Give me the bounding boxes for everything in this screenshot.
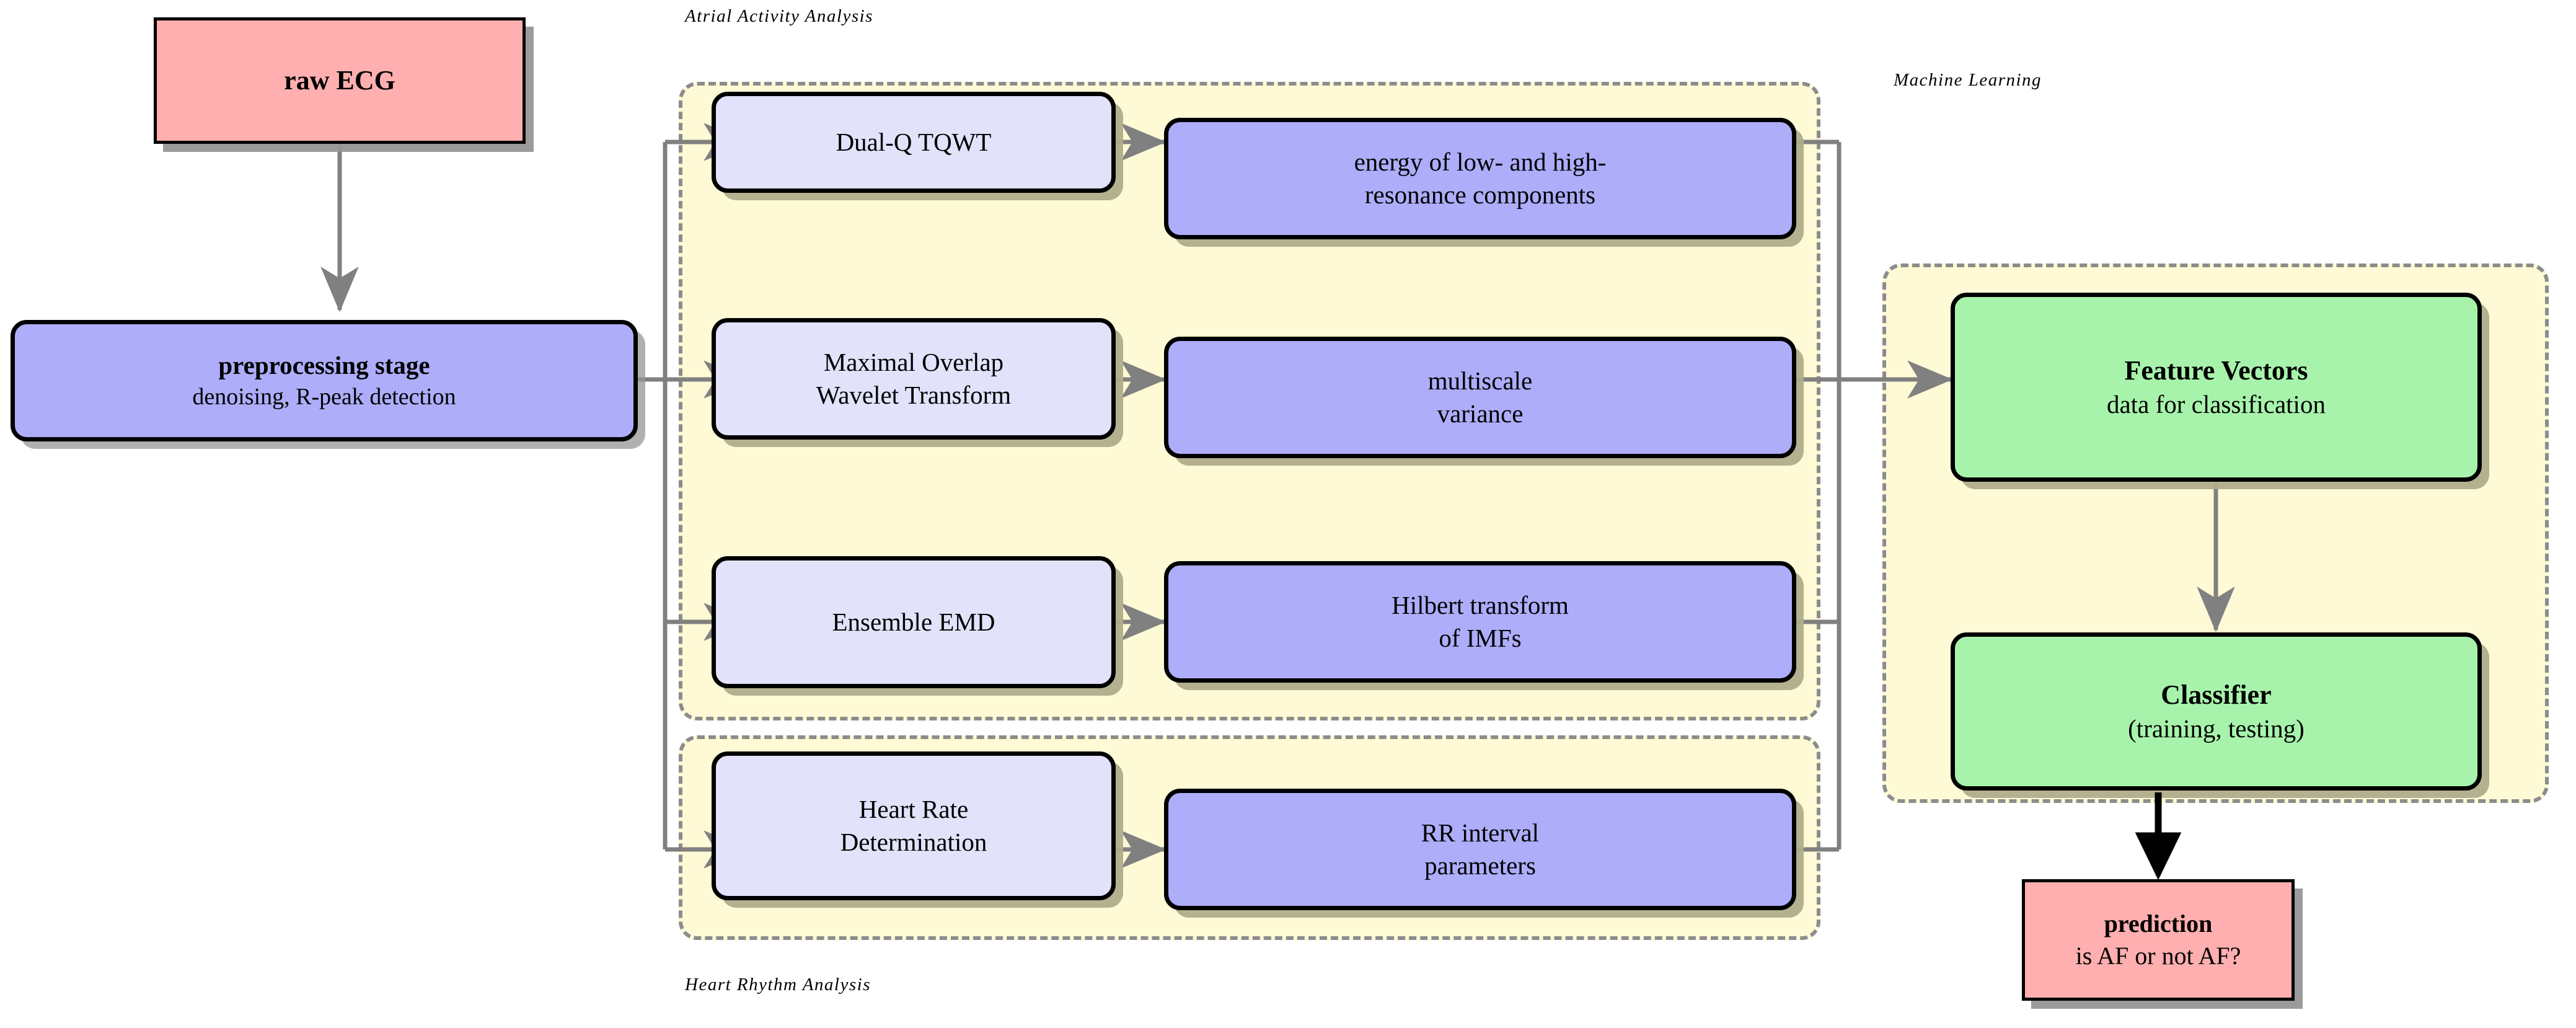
node-raw-ecg-line1: raw ECG <box>284 65 395 96</box>
node-feature-multiscale-variance-line2: variance <box>1437 399 1524 428</box>
node-method-ensemble-emd[interactable]: Ensemble EMD <box>712 556 1116 688</box>
node-feature-vectors-line2: data for classification <box>2107 390 2326 419</box>
node-feature-vectors[interactable]: Feature Vectors data for classification <box>1951 293 2482 482</box>
node-prediction-line2: is AF or not AF? <box>2075 942 2241 970</box>
group-label-atrial-activity: Atrial Activity Analysis <box>685 6 873 26</box>
node-prediction[interactable]: prediction is AF or not AF? <box>2022 879 2295 1001</box>
group-label-machine-learning: Machine Learning <box>1894 70 2042 90</box>
node-method-modwt-line2: Wavelet Transform <box>816 381 1012 409</box>
node-feature-resonance-energy-line1: energy of low- and high- <box>1354 147 1607 176</box>
node-method-heart-rate-line2: Determination <box>840 828 987 856</box>
node-feature-resonance-energy-line2: resonance components <box>1364 180 1596 209</box>
node-feature-multiscale-variance-line1: multiscale <box>1427 366 1533 395</box>
node-method-modwt-line1: Maximal Overlap <box>823 347 1004 376</box>
group-label-heart-rhythm: Heart Rhythm Analysis <box>685 975 871 995</box>
node-feature-resonance-energy[interactable]: energy of low- and high- resonance compo… <box>1164 118 1796 239</box>
node-feature-rr-parameters-line2: parameters <box>1424 851 1536 880</box>
node-method-heart-rate-line1: Heart Rate <box>858 794 969 823</box>
node-feature-rr-parameters[interactable]: RR interval parameters <box>1164 789 1796 910</box>
node-preprocessing-line1: preprocessing stage <box>218 350 430 379</box>
node-feature-rr-parameters-line1: RR interval <box>1421 818 1540 847</box>
node-classifier[interactable]: Classifier (training, testing) <box>1951 632 2482 791</box>
node-preprocessing-line2: denoising, R-peak detection <box>192 383 456 410</box>
node-feature-vectors-line1: Feature Vectors <box>2124 355 2308 386</box>
node-method-dual-q-tqwt-line1: Dual-Q TQWT <box>836 127 992 156</box>
node-classifier-line1: Classifier <box>2161 680 2272 711</box>
node-feature-hilbert-imf[interactable]: Hilbert transform of IMFs <box>1164 561 1796 683</box>
node-prediction-line1: prediction <box>2104 910 2213 937</box>
node-raw-ecg[interactable]: raw ECG <box>154 17 526 144</box>
node-method-heart-rate[interactable]: Heart Rate Determination <box>712 751 1116 900</box>
node-feature-hilbert-imf-line1: Hilbert transform <box>1392 590 1569 619</box>
node-feature-multiscale-variance[interactable]: multiscale variance <box>1164 337 1796 458</box>
node-feature-hilbert-imf-line2: of IMFs <box>1439 624 1522 652</box>
node-preprocessing-stage[interactable]: preprocessing stage denoising, R-peak de… <box>11 320 638 441</box>
node-method-modwt[interactable]: Maximal Overlap Wavelet Transform <box>712 318 1116 440</box>
node-classifier-line2: (training, testing) <box>2128 714 2305 743</box>
node-method-dual-q-tqwt[interactable]: Dual-Q TQWT <box>712 92 1116 193</box>
node-method-ensemble-emd-line1: Ensemble EMD <box>832 607 995 636</box>
